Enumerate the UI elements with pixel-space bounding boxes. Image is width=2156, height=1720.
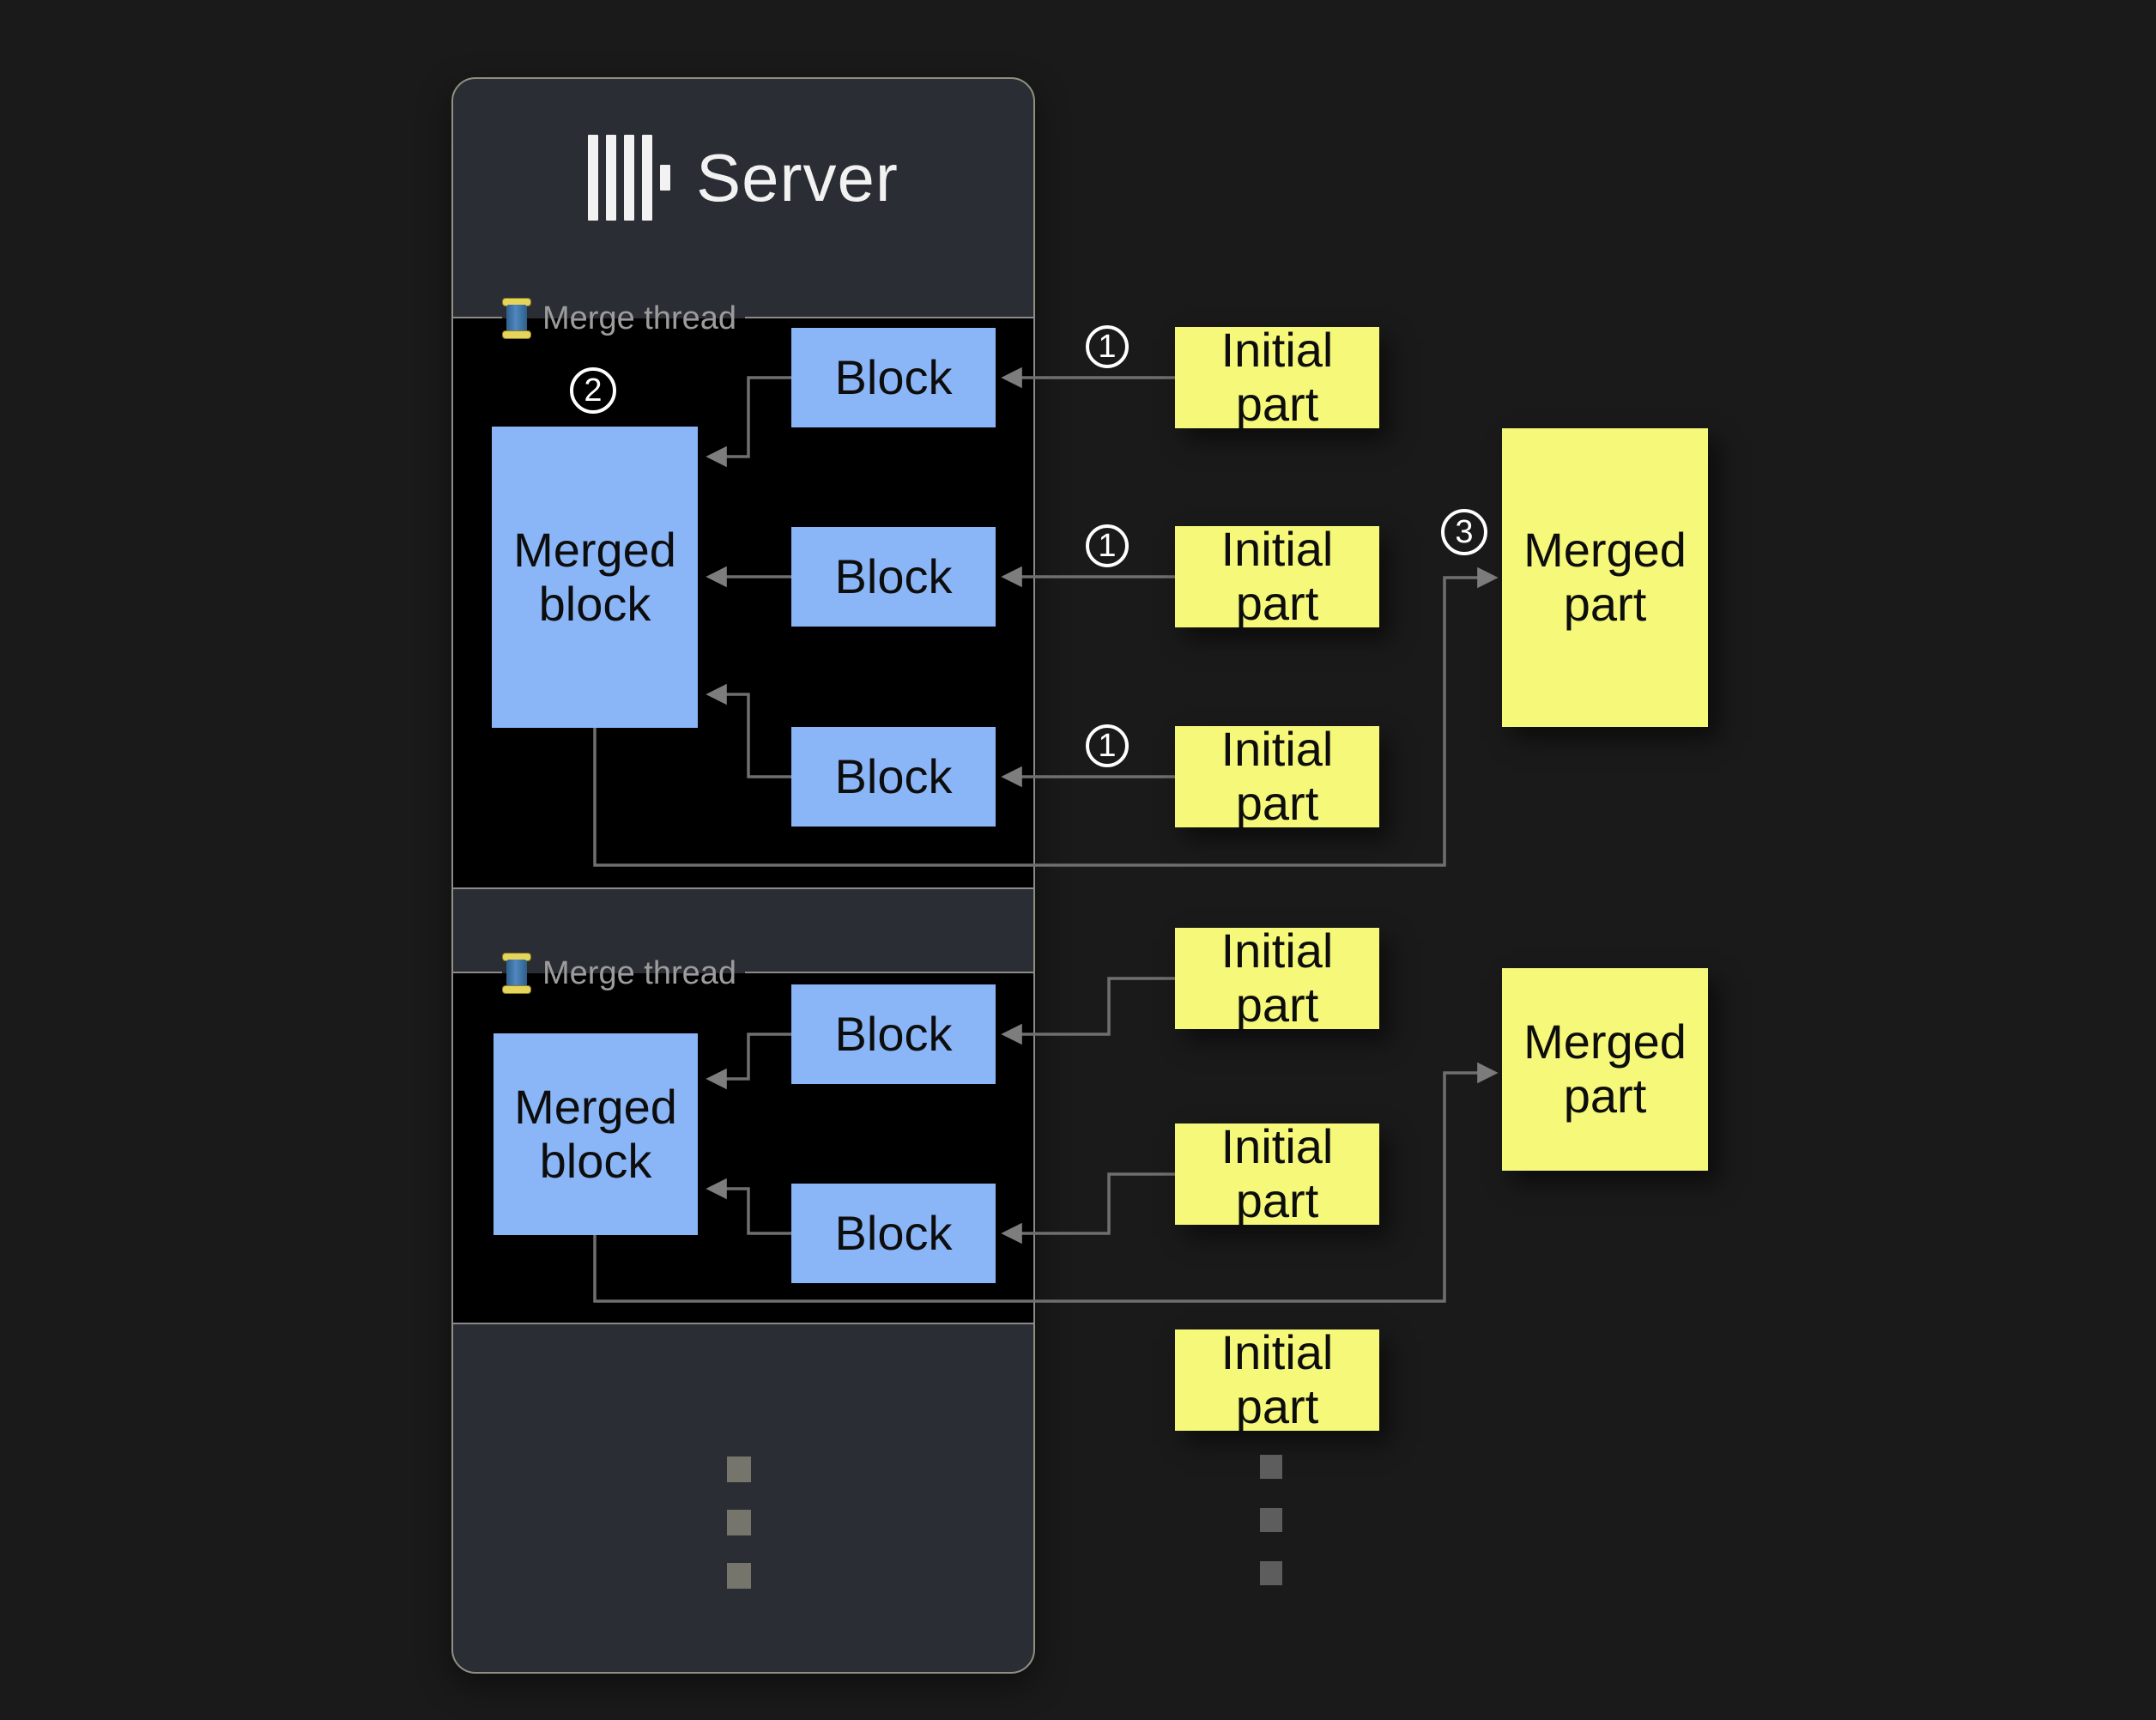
block-3: Block — [791, 727, 996, 827]
step-badge-1: 1 — [1086, 325, 1129, 368]
merge-thread-label: Merge thread — [542, 954, 737, 991]
block-4: Block — [791, 984, 996, 1084]
merged-block-2: Merged block — [494, 1033, 698, 1235]
ellipsis-dot — [1260, 1455, 1282, 1479]
block-1: Block — [791, 328, 996, 427]
merged-part-2: Merged part — [1502, 968, 1708, 1171]
block-5: Block — [791, 1184, 996, 1283]
server-header: Server — [451, 122, 1035, 233]
initial-part-3: Initial part — [1175, 722, 1379, 830]
merged-block-1: Merged block — [492, 427, 698, 728]
step-badge-2: 2 — [570, 367, 616, 414]
step-badge-1: 1 — [1086, 724, 1129, 767]
ellipsis-dot — [727, 1563, 751, 1589]
merge-thread-legend-2: Merge thread — [502, 951, 746, 996]
ellipsis-dot — [1260, 1508, 1282, 1532]
step-badge-1: 1 — [1086, 524, 1129, 567]
initial-part-2: Initial part — [1175, 522, 1379, 630]
step-badge-3: 3 — [1441, 509, 1487, 555]
initial-part-6: Initial part — [1175, 1325, 1379, 1433]
block-2: Block — [791, 527, 996, 627]
initial-part-4: Initial part — [1175, 924, 1379, 1032]
thread-spool-icon — [502, 953, 531, 994]
thread-spool-icon — [502, 298, 531, 339]
initial-part-1: Initial part — [1175, 323, 1379, 431]
merge-thread-label: Merge thread — [542, 300, 737, 336]
merge-thread-legend-1: Merge thread — [502, 296, 746, 341]
initial-part-5: Initial part — [1175, 1119, 1379, 1227]
ellipsis-dot — [1260, 1561, 1282, 1585]
ellipsis-dot — [727, 1457, 751, 1482]
merged-part-1: Merged part — [1502, 428, 1708, 727]
ellipsis-dot — [727, 1510, 751, 1535]
clickhouse-logo-icon — [588, 135, 671, 221]
server-title: Server — [696, 139, 899, 215]
